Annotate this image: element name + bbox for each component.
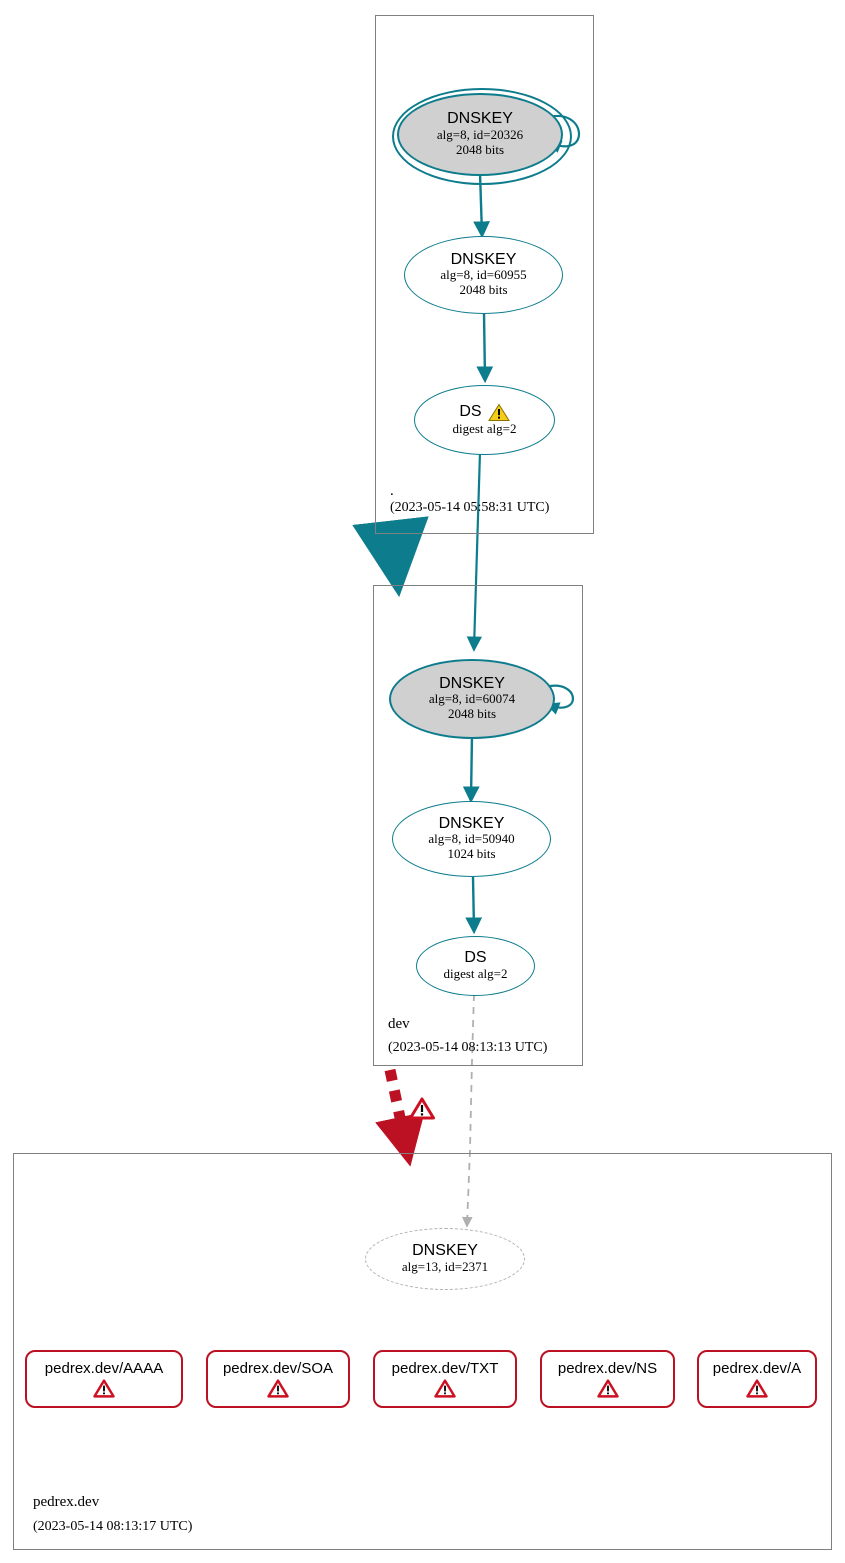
- rrset-pedrex-dev-soa-label: pedrex.dev/SOA: [222, 1359, 334, 1377]
- rrset-pedrex-dev-ns-label: pedrex.dev/NS: [557, 1359, 658, 1377]
- rrset-pedrex-dev-aaaa[interactable]: pedrex.dev/AAAA: [25, 1350, 183, 1408]
- node-dev-ksk[interactable]: DNSKEY alg=8, id=60074 2048 bits: [389, 659, 555, 739]
- edge-dev-ksk-to-zsk: [462, 733, 480, 804]
- error-triangle-red-icon: [596, 1378, 619, 1398]
- error-triangle-red-icon: [434, 1378, 456, 1398]
- node-dev-ds[interactable]: DS digest alg=2: [416, 936, 535, 996]
- error-triangle-red-icon: [93, 1378, 115, 1398]
- zone-label-root: .: [390, 483, 394, 499]
- error-triangle-red-icon-delegation: [409, 1097, 435, 1120]
- rrset-pedrex-dev-txt-label: pedrex.dev/TXT: [391, 1359, 499, 1377]
- zone-box-pedrex-dev: [13, 1153, 832, 1550]
- zone-box-dev: [373, 585, 583, 1066]
- node-pedrex-dnskey-title: DNSKEY: [412, 1242, 478, 1260]
- zone-timestamp-pedrex-dev: (2023-05-14 08:13:17 UTC): [33, 1519, 193, 1534]
- node-root-ksk-bits: 2048 bits: [455, 141, 505, 157]
- node-root-ds-title: DS: [459, 403, 482, 421]
- zone-label-pedrex-dev: pedrex.dev: [33, 1494, 100, 1510]
- edge-dev-zone-to-pedrex-zone-bogus: [375, 1068, 425, 1167]
- zone-timestamp-dev: (2023-05-14 08:13:13 UTC): [388, 1040, 548, 1055]
- edge-root-zsk-to-ds: [476, 312, 494, 384]
- zone-box-root: [375, 15, 594, 534]
- rrset-pedrex-dev-a-label: pedrex.dev/A: [712, 1359, 802, 1377]
- zone-label-dev: dev: [388, 1016, 410, 1032]
- node-root-zsk[interactable]: DNSKEY alg=8, id=60955 2048 bits: [404, 236, 563, 314]
- node-dev-zsk[interactable]: DNSKEY alg=8, id=50940 1024 bits: [392, 801, 551, 877]
- node-dev-zsk-bits: 1024 bits: [447, 846, 496, 862]
- node-root-ds[interactable]: DS digest alg=2: [414, 385, 555, 455]
- node-root-ksk-title: DNSKEY: [447, 110, 513, 128]
- node-dev-ksk-alg: alg=8, id=60074: [428, 691, 516, 707]
- node-dev-zsk-title: DNSKEY: [438, 814, 505, 832]
- rrset-pedrex-dev-soa[interactable]: pedrex.dev/SOA: [206, 1350, 350, 1408]
- node-dev-ds-digest: digest alg=2: [443, 965, 508, 981]
- warning-triangle-yellow-icon: [487, 403, 510, 422]
- node-root-ds-digest: digest alg=2: [452, 421, 517, 437]
- rrset-pedrex-dev-ns[interactable]: pedrex.dev/NS: [540, 1350, 675, 1408]
- rrset-pedrex-dev-a[interactable]: pedrex.dev/A: [697, 1350, 817, 1408]
- edge-dev-ksk-self-loop: [544, 684, 574, 715]
- node-pedrex-dnskey[interactable]: DNSKEY alg=13, id=2371: [365, 1228, 525, 1290]
- error-triangle-red-icon: [746, 1378, 768, 1398]
- node-dev-ksk-title: DNSKEY: [439, 674, 505, 692]
- node-dev-ds-title: DS: [464, 949, 487, 967]
- node-dev-ksk-bits: 2048 bits: [447, 706, 497, 722]
- edge-root-ksk-self-loop: [545, 114, 580, 153]
- node-root-zsk-bits: 2048 bits: [459, 282, 508, 298]
- rrset-pedrex-dev-aaaa-label: pedrex.dev/AAAA: [44, 1359, 164, 1377]
- node-root-zsk-alg: alg=8, id=60955: [440, 267, 527, 283]
- edge-dev-zsk-to-ds: [465, 876, 483, 935]
- node-root-ksk-alg: alg=8, id=20326: [436, 126, 524, 142]
- zone-timestamp-root: (2023-05-14 05:58:31 UTC): [390, 500, 550, 515]
- edge-root-zone-to-dev-zone: [352, 516, 429, 598]
- error-triangle-red-icon: [267, 1378, 289, 1398]
- node-root-zsk-title: DNSKEY: [450, 250, 517, 268]
- edge-root-ds-to-dev-ksk: [466, 451, 483, 652]
- rrset-pedrex-dev-txt[interactable]: pedrex.dev/TXT: [373, 1350, 517, 1408]
- node-dev-zsk-alg: alg=8, id=50940: [428, 831, 515, 847]
- node-root-ksk[interactable]: DNSKEY alg=8, id=20326 2048 bits: [397, 93, 563, 176]
- node-pedrex-dnskey-alg: alg=13, id=2371: [401, 1258, 489, 1274]
